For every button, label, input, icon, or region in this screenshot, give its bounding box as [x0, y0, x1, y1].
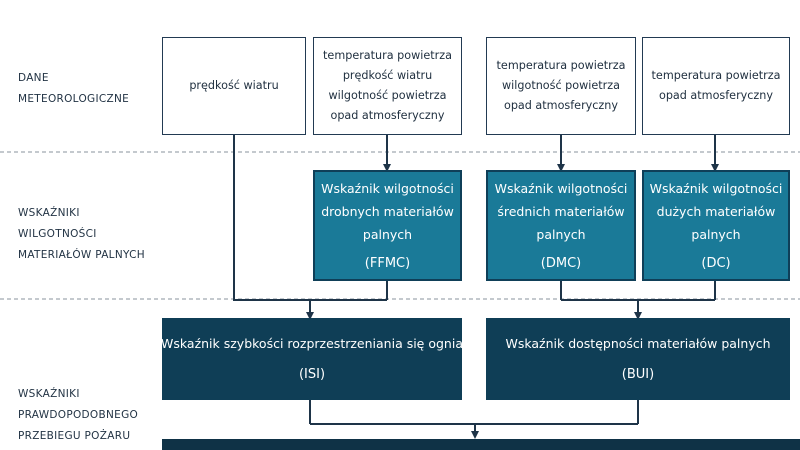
- row-label-line: DANE: [18, 72, 49, 84]
- index-abbreviation: (DC): [701, 255, 731, 271]
- box-line: dużych materiałów: [656, 203, 776, 219]
- box-line: prędkość wiatru: [342, 69, 433, 82]
- box-line: opad atmosferyczny: [503, 99, 619, 112]
- moisture-box-ffmc: Wskaźnik wilgotności drobnych materiałów…: [313, 170, 462, 281]
- meteo-box-dmc-inputs: temperatura powietrza wilgotność powietr…: [486, 37, 636, 135]
- row-label-line: PRAWDOPODOBNEGO: [18, 409, 139, 421]
- box-line: Wskaźnik dostępności materiałów palnych: [505, 336, 771, 351]
- output-box-partial: [162, 439, 800, 450]
- row-label-line: MATERIAŁÓW PALNYCH: [18, 249, 145, 261]
- box-line: opad atmosferyczny: [330, 109, 445, 122]
- row-label-behavior: WSKAŹNIKI PRAWDOPODOBNEGO PRZEBIEGU POŻA…: [18, 384, 138, 447]
- box-line: średnich materiałów: [497, 203, 625, 219]
- index-abbreviation: (ISI): [298, 367, 326, 382]
- box-line: palnych: [536, 226, 586, 242]
- meteo-box-wind: prędkość wiatru: [162, 37, 306, 135]
- box-line: Wskaźnik wilgotności: [649, 180, 783, 196]
- box-line: wilgotność powietrza: [502, 79, 620, 92]
- behavior-box-isi: Wskaźnik szybkości rozprzestrzeniania si…: [161, 318, 463, 400]
- box-line: wilgotność powietrza: [328, 89, 447, 102]
- box-line: palnych: [362, 226, 413, 242]
- box-line: opad atmosferyczny: [658, 89, 774, 102]
- meteo-box-ffmc-inputs: temperatura powietrza prędkość wiatru wi…: [313, 37, 462, 135]
- index-abbreviation: (FFMC): [364, 255, 411, 271]
- index-abbreviation: (BUI): [621, 367, 655, 382]
- connector-wind-isi: [233, 134, 387, 301]
- box-line: Wskaźnik wilgotności: [321, 180, 454, 196]
- row-label-line: METEOROLOGICZNE: [18, 93, 130, 105]
- moisture-box-dc: Wskaźnik wilgotności dużych materiałów p…: [642, 170, 790, 281]
- row-label-line: WSKAŹNIKI: [18, 388, 80, 400]
- box-line: temperatura powietrza: [496, 59, 626, 72]
- box-line: temperatura powietrza: [651, 69, 781, 82]
- box-line: prędkość wiatru: [189, 79, 279, 92]
- behavior-box-bui: Wskaźnik dostępności materiałów palnych …: [486, 318, 790, 400]
- meteo-box-dc-inputs: temperatura powietrza opad atmosferyczny: [642, 37, 790, 135]
- box-line: palnych: [691, 226, 741, 242]
- row-label-line: WILGOTNOŚCI: [18, 228, 97, 240]
- row-label-line: WSKAŹNIKI: [18, 207, 80, 219]
- box-line: temperatura powietrza: [323, 49, 452, 62]
- moisture-box-dmc: Wskaźnik wilgotności średnich materiałów…: [486, 170, 636, 281]
- row-label-meteo: DANE METEOROLOGICZNE: [18, 68, 129, 110]
- box-line: drobnych materiałów: [321, 203, 454, 219]
- index-abbreviation: (DMC): [540, 255, 582, 271]
- box-line: Wskaźnik wilgotności: [494, 180, 628, 196]
- row-label-moisture: WSKAŹNIKI WILGOTNOŚCI MATERIAŁÓW PALNYCH: [18, 203, 145, 266]
- box-line: Wskaźnik szybkości rozprzestrzeniania si…: [161, 336, 463, 351]
- row-label-line: PRZEBIEGU POŻARU: [18, 430, 131, 442]
